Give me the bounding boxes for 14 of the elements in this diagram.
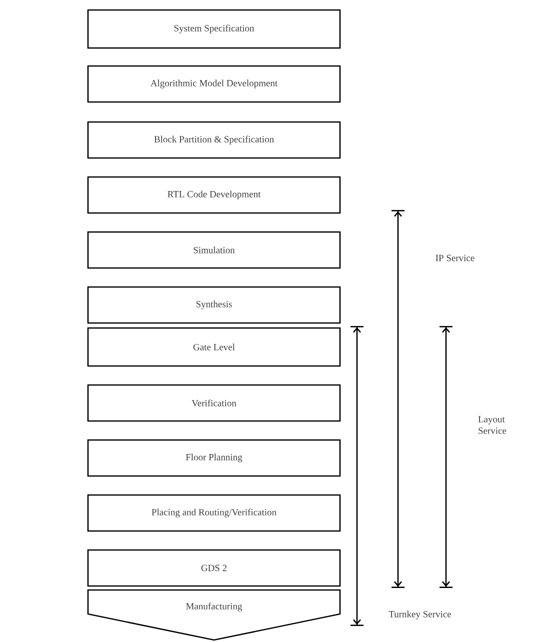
process-box: System Specification — [87, 9, 341, 49]
process-box: GDS 2 — [87, 549, 341, 587]
process-box: RTL Code Development — [87, 176, 341, 214]
range-label: Turnkey Service — [388, 610, 452, 620]
process-box: Simulation — [87, 231, 341, 269]
process-box: Placing and Routing/Verification — [87, 494, 341, 532]
range-label: Layout Service — [478, 416, 506, 434]
process-box: Verification — [87, 384, 341, 422]
process-box: Block Partition & Specification — [87, 121, 341, 159]
range-label: IP Service — [436, 254, 474, 262]
process-box: Algorithmic Model Development — [87, 65, 341, 103]
process-box: Synthesis — [87, 286, 341, 324]
process-box: Gate Level — [87, 327, 341, 367]
process-box: Floor Planning — [87, 439, 341, 477]
